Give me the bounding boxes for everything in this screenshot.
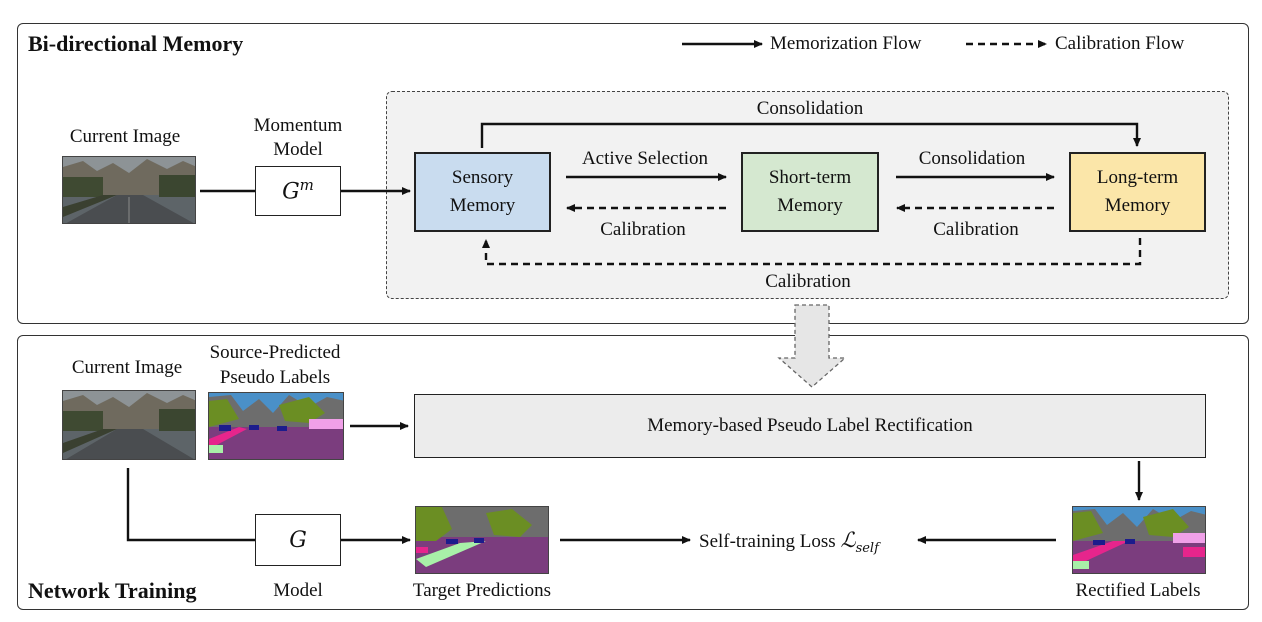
source-predicted-label-line1: Source-Predicted	[209, 342, 341, 363]
long-term-memory-line2: Memory	[1104, 195, 1171, 216]
consolidation-label-top: Consolidation	[756, 98, 864, 119]
transfer-hollow-arrow	[777, 304, 847, 388]
calibration-label-right: Calibration	[933, 219, 1019, 240]
memory-rectification-label: Memory-based Pseudo Label Rectification	[647, 414, 973, 436]
self-training-loss-label: Self-training Loss ℒself	[699, 528, 879, 556]
arrow-consolidation-top	[480, 122, 1141, 148]
target-predictions-label: Target Predictions	[412, 580, 552, 601]
rectified-labels-label: Rectified Labels	[1075, 580, 1201, 601]
short-term-memory-line1: Short-term	[768, 166, 852, 188]
momentum-symbol: G	[282, 179, 300, 205]
momentum-model-label-line1: Momentum	[253, 115, 343, 136]
legend-calibration-label: Calibration Flow	[1055, 33, 1185, 54]
consolidation-label-mid: Consolidation	[918, 148, 1026, 169]
calibration-label-bottom: Calibration	[765, 271, 851, 292]
active-selection-label: Active Selection	[581, 148, 709, 169]
self-training-loss-text: Self-training Loss	[699, 531, 836, 552]
network-training-panel	[17, 335, 1249, 610]
rectified-labels-thumbnail	[1072, 506, 1206, 574]
source-predicted-label-line2: Pseudo Labels	[219, 367, 331, 388]
long-term-memory-line1: Long-term	[1096, 166, 1179, 188]
loss-subscript: self	[855, 540, 879, 556]
momentum-model-label-line2: Model	[273, 139, 323, 160]
arrow-calibration-bottom	[482, 238, 1142, 266]
panel-title-memory: Bi-directional Memory	[28, 31, 244, 56]
sensory-memory-line1: Sensory	[451, 166, 514, 188]
target-predictions-thumbnail	[415, 506, 549, 574]
panel-title-training: Network Training	[28, 578, 197, 603]
short-term-memory-line2: Memory	[777, 195, 843, 216]
model-box: G	[255, 514, 341, 566]
momentum-model-box: Gm	[255, 166, 341, 216]
current-image-label-top: Current Image	[69, 126, 181, 147]
source-pseudo-label-thumbnail	[208, 392, 344, 460]
memory-rectification-box: Memory-based Pseudo Label Rectification	[414, 394, 1206, 458]
current-image-thumbnail-top	[62, 156, 196, 224]
current-image-thumbnail-bottom	[62, 390, 196, 460]
momentum-superscript: m	[299, 175, 314, 194]
calibration-label-left: Calibration	[600, 219, 686, 240]
loss-symbol: ℒ	[840, 528, 856, 552]
model-symbol: G	[289, 527, 307, 553]
current-image-label-bottom: Current Image	[71, 357, 183, 378]
legend-memorization-label: Memorization Flow	[770, 33, 922, 54]
arrow-image-to-model	[126, 468, 255, 542]
sensory-memory-line2: Memory	[449, 195, 516, 216]
model-label: Model	[273, 580, 323, 601]
